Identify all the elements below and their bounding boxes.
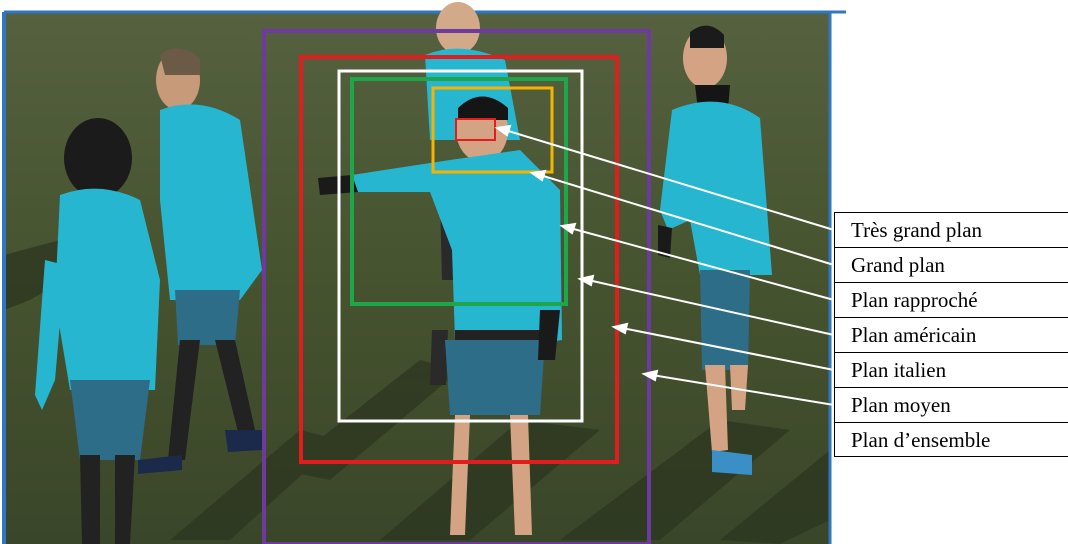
label-tres-grand-plan: Très grand plan	[834, 212, 1068, 247]
player-mid-left	[138, 48, 262, 474]
frame-grand-plan	[431, 86, 554, 174]
label-plan-moyen: Plan moyen	[834, 387, 1068, 422]
frame-plan-americain	[350, 77, 568, 306]
player-centre	[318, 96, 562, 535]
label-plan-americain: Plan américain	[834, 317, 1068, 352]
frame-plan-d-ensemble	[262, 29, 651, 544]
frame-tres-grand-plan	[455, 118, 496, 141]
label-plan-d-ensemble: Plan d’ensemble	[834, 422, 1068, 457]
label-plan-rapproche: Plan rapproché	[834, 282, 1068, 317]
player-left	[35, 118, 160, 544]
frame-plan-moyen	[299, 55, 619, 464]
label-grand-plan: Grand plan	[834, 247, 1068, 282]
frame-plan-italien	[337, 69, 584, 423]
label-plan-italien: Plan italien	[834, 352, 1068, 387]
connector-arrows	[494, 124, 835, 406]
